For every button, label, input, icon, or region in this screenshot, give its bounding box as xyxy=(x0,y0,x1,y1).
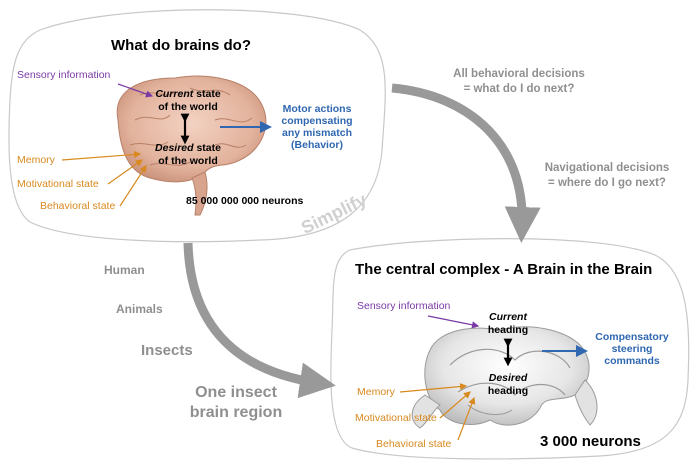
motor-actions-label: Motor actions compensating any mismatch … xyxy=(281,103,353,151)
memory-arrow-top xyxy=(61,150,142,161)
motivational-arrow-bottom xyxy=(439,391,471,419)
hierarchy-animals: Animals xyxy=(116,302,163,316)
neuron-count-top: 85 000 000 000 neurons xyxy=(186,195,304,207)
desired-state-label: Desired state of the world xyxy=(155,142,221,167)
arrow-top-to-bottom xyxy=(391,83,541,243)
nav-decisions-label: Navigational decisions = where do I go n… xyxy=(544,162,670,189)
memory-label-top: Memory xyxy=(17,154,55,166)
hierarchy-brain-region: One insect brain region xyxy=(189,384,283,421)
desired-word: Desired xyxy=(155,142,194,154)
arrow-simplify xyxy=(183,242,336,399)
motivational-arrow-top xyxy=(107,159,143,185)
behavioral-label-bottom: Behavioral state xyxy=(376,438,452,450)
bottom-panel-title: The central complex - A Brain in the Bra… xyxy=(355,261,653,278)
top-panel-title: What do brains do? xyxy=(111,37,251,54)
current-heading-label: Current heading xyxy=(487,311,529,336)
behavioral-label-top: Behavioral state xyxy=(40,200,116,212)
desired-heading-label: Desired heading xyxy=(487,372,529,397)
current-word: Current xyxy=(155,88,194,100)
behavioral-arrow-bottom xyxy=(457,396,476,441)
hierarchy-human: Human xyxy=(104,263,145,277)
neuron-count-bottom: 3 000 neurons xyxy=(540,433,641,450)
hierarchy-insects: Insects xyxy=(141,342,193,359)
current-state-label: Current state of the world xyxy=(155,88,221,113)
steering-commands-label: Compensatory steering commands xyxy=(595,331,669,367)
behavioral-arrow-top xyxy=(119,164,147,207)
sensory-label-bottom: Sensory information xyxy=(357,300,451,312)
motivational-label-bottom: Motivational state xyxy=(355,412,437,424)
all-decisions-label: All behavioral decisions = what do I do … xyxy=(453,68,585,95)
sensory-arrow-bottom xyxy=(427,315,480,329)
human-brain-image xyxy=(116,75,267,216)
memory-label-bottom: Memory xyxy=(357,386,395,398)
memory-arrow-bottom xyxy=(399,382,468,393)
top-panel-outline xyxy=(8,9,386,243)
sensory-label-top: Sensory information xyxy=(17,69,111,81)
motivational-label-top: Motivational state xyxy=(17,178,99,190)
sensory-arrow-top xyxy=(117,83,154,98)
